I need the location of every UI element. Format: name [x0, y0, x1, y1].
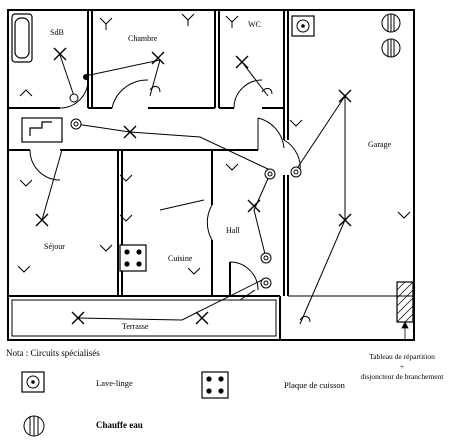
legend-plaque-symbol	[201, 371, 229, 399]
room-label-terrasse: Terrasse	[122, 322, 149, 331]
switch-icon	[149, 85, 161, 93]
room-label-hall: Hall	[226, 226, 240, 235]
lave-linge-symbol	[291, 15, 315, 37]
ceiling-lights	[35, 47, 352, 325]
switch-icon	[17, 265, 31, 273]
switch-icon	[397, 211, 411, 219]
switch-icon	[225, 163, 239, 171]
plaque-cuisson-symbol	[119, 244, 147, 272]
outlet-icon	[260, 277, 272, 289]
legend-plaque-label: Plaque de cuisson	[284, 380, 345, 390]
nota-text: Nota : Circuits spécialisés	[6, 348, 100, 358]
x-mark-icon	[35, 213, 49, 227]
switch-icon	[119, 174, 133, 182]
x-mark-icon	[338, 89, 352, 103]
switch-icon	[299, 315, 311, 323]
legend-chauffe-eau-label: Chauffe eau	[96, 420, 143, 430]
switch-icon	[99, 244, 113, 252]
x-mark-icon	[151, 51, 165, 65]
outlet-icon	[290, 166, 302, 178]
switch-icon	[19, 89, 33, 97]
outlet-icon	[69, 93, 79, 103]
room-label-wc: WC	[248, 20, 261, 29]
outer-wall	[7, 9, 415, 341]
tableau-line-2: +	[399, 362, 405, 371]
x-mark-icon	[338, 213, 352, 227]
outlet-icon	[264, 168, 276, 180]
switch-icon	[181, 13, 195, 26]
chauffe-eau-symbol	[381, 13, 401, 58]
outlet-icon	[70, 118, 82, 130]
room-label-sdb: SdB	[50, 28, 64, 37]
switch-icon	[99, 17, 113, 30]
switch-icon	[289, 119, 303, 127]
room-label-chambre: Chambre	[128, 34, 158, 43]
x-mark-icon	[53, 47, 67, 61]
switches	[17, 13, 411, 323]
room-label-sejour: Séjour	[44, 242, 65, 251]
room-label-cuisine: Cuisine	[168, 254, 193, 263]
switch-icon	[119, 214, 133, 222]
switch-icon	[225, 15, 239, 28]
tableau-line-1: Tableau de répartition	[369, 352, 435, 361]
x-mark-icon	[195, 311, 209, 325]
bathtub	[11, 13, 33, 63]
x-mark-icon	[235, 55, 249, 69]
legend-lave-linge-label: Lave-linge	[96, 378, 133, 388]
x-mark-icon	[71, 311, 85, 325]
room-label-garage: Garage	[368, 140, 392, 149]
switch-icon	[261, 87, 273, 95]
outlet-icon	[260, 252, 272, 264]
switch-icon	[187, 267, 201, 275]
switch-icon	[19, 179, 33, 187]
legend-lave-linge-symbol	[21, 371, 45, 393]
x-mark-icon	[247, 199, 261, 213]
x-mark-icon	[123, 125, 137, 139]
tableau-line-3: disjoncteur de branchement	[360, 372, 444, 381]
legend-chauffe-eau-symbol	[23, 415, 45, 437]
tableau-label: Tableau de répartition + disjoncteur de …	[342, 352, 462, 382]
